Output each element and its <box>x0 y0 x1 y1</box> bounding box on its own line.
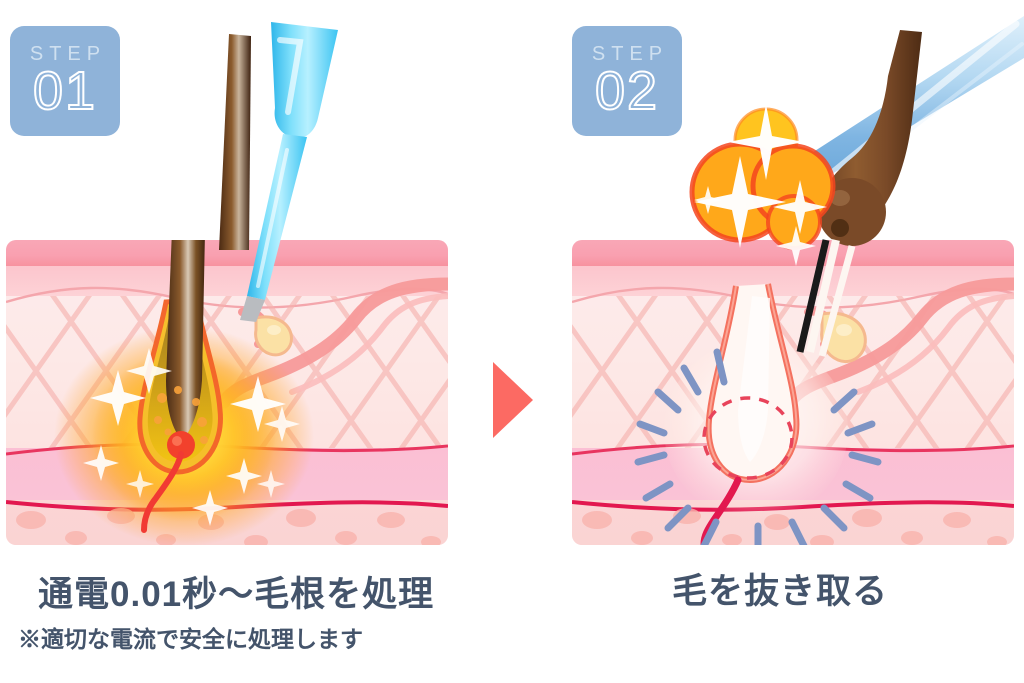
step-02-badge-number: 02 <box>594 61 660 122</box>
layer-epidermis-lower <box>572 266 1014 296</box>
step-01-badge-word: STEP <box>29 43 107 66</box>
step-01-panel <box>0 0 460 683</box>
step-01-caption-sub: ※適切な電流で安全に処理します <box>18 626 363 652</box>
step-01-badge: STEP 01 <box>10 26 120 136</box>
dashed-circle-marker <box>702 396 794 480</box>
next-step-arrow <box>493 362 533 438</box>
step-01-caption-main: 通電0.01秒〜毛根を処理 <box>38 575 435 614</box>
hair-shaft-above-skin <box>219 34 251 250</box>
empty-follicle-group <box>634 283 882 545</box>
extracted-hair <box>818 30 922 246</box>
layer-epidermis-lower <box>6 266 448 296</box>
tweezers <box>789 16 1024 192</box>
step-01-badge-number: 01 <box>32 61 98 122</box>
step-02-caption-main: 毛を抜き取る <box>672 572 889 611</box>
skin-cross-section-right <box>572 240 1014 545</box>
step-02-badge: STEP 02 <box>572 26 682 136</box>
step-02-badge-word: STEP <box>591 43 669 66</box>
skin-cross-section-left <box>6 240 448 545</box>
radiating-lines <box>634 348 882 545</box>
subcutaneous-fat-cells <box>582 508 1007 545</box>
hair-follicle-glow <box>54 240 314 545</box>
